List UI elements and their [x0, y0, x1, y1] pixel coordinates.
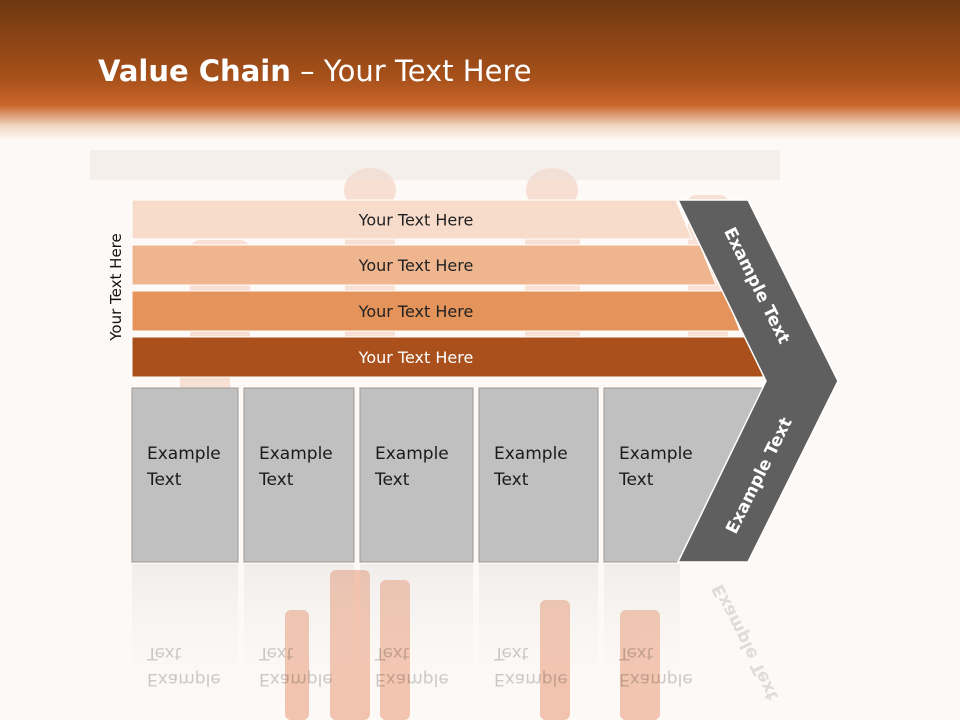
box-reflection-line2: Text [374, 643, 410, 663]
box-reflection [360, 564, 473, 714]
value-chain-bar-1 [131, 199, 693, 240]
title-bold: Value Chain [98, 54, 291, 88]
box-reflection-line2: Text [493, 643, 529, 663]
box-label-line1: Example [259, 444, 333, 464]
box-label-line1: Example [619, 444, 693, 464]
title-rest: – Your Text Here [290, 54, 532, 88]
activity-box-4 [478, 387, 599, 563]
box-label-line2: Text [493, 470, 529, 490]
box-label-line2: Text [374, 470, 410, 490]
box-reflection-line2: Text [618, 643, 654, 663]
bar-label: Your Text Here [358, 211, 474, 230]
box-reflection [604, 564, 680, 714]
activity-box-3 [359, 387, 474, 563]
box-label-line2: Text [146, 470, 182, 490]
box-reflection-line1: Example [259, 669, 333, 689]
box-reflection-line1: Example [147, 669, 221, 689]
activity-box-2 [243, 387, 355, 563]
box-label-line1: Example [494, 444, 568, 464]
box-reflection [132, 564, 238, 714]
box-label-line2: Text [258, 470, 294, 490]
box-reflection [479, 564, 598, 714]
box-label-line1: Example [147, 444, 221, 464]
box-reflection [244, 564, 354, 714]
value-chain-bar-2 [131, 244, 717, 286]
box-reflection-line1: Example [619, 669, 693, 689]
box-reflection-line2: Text [258, 643, 294, 663]
header-banner [0, 0, 960, 140]
value-chain-bar-3 [131, 290, 741, 332]
slide-title: Value Chain – Your Text Here [98, 54, 532, 88]
bar-label: Your Text Here [358, 302, 474, 321]
margin-chevron [676, 199, 839, 563]
box-label-line2: Text [618, 470, 654, 490]
box-reflection-line2: Text [146, 643, 182, 663]
chevron-reflection-label: Example Text [708, 581, 782, 704]
box-reflection-line1: Example [375, 669, 449, 689]
activity-box-1 [131, 387, 239, 563]
box-label-line1: Example [375, 444, 449, 464]
bar-label: Your Text Here [358, 256, 474, 275]
box-reflection-line1: Example [494, 669, 568, 689]
bar-label: Your Text Here [358, 348, 474, 367]
